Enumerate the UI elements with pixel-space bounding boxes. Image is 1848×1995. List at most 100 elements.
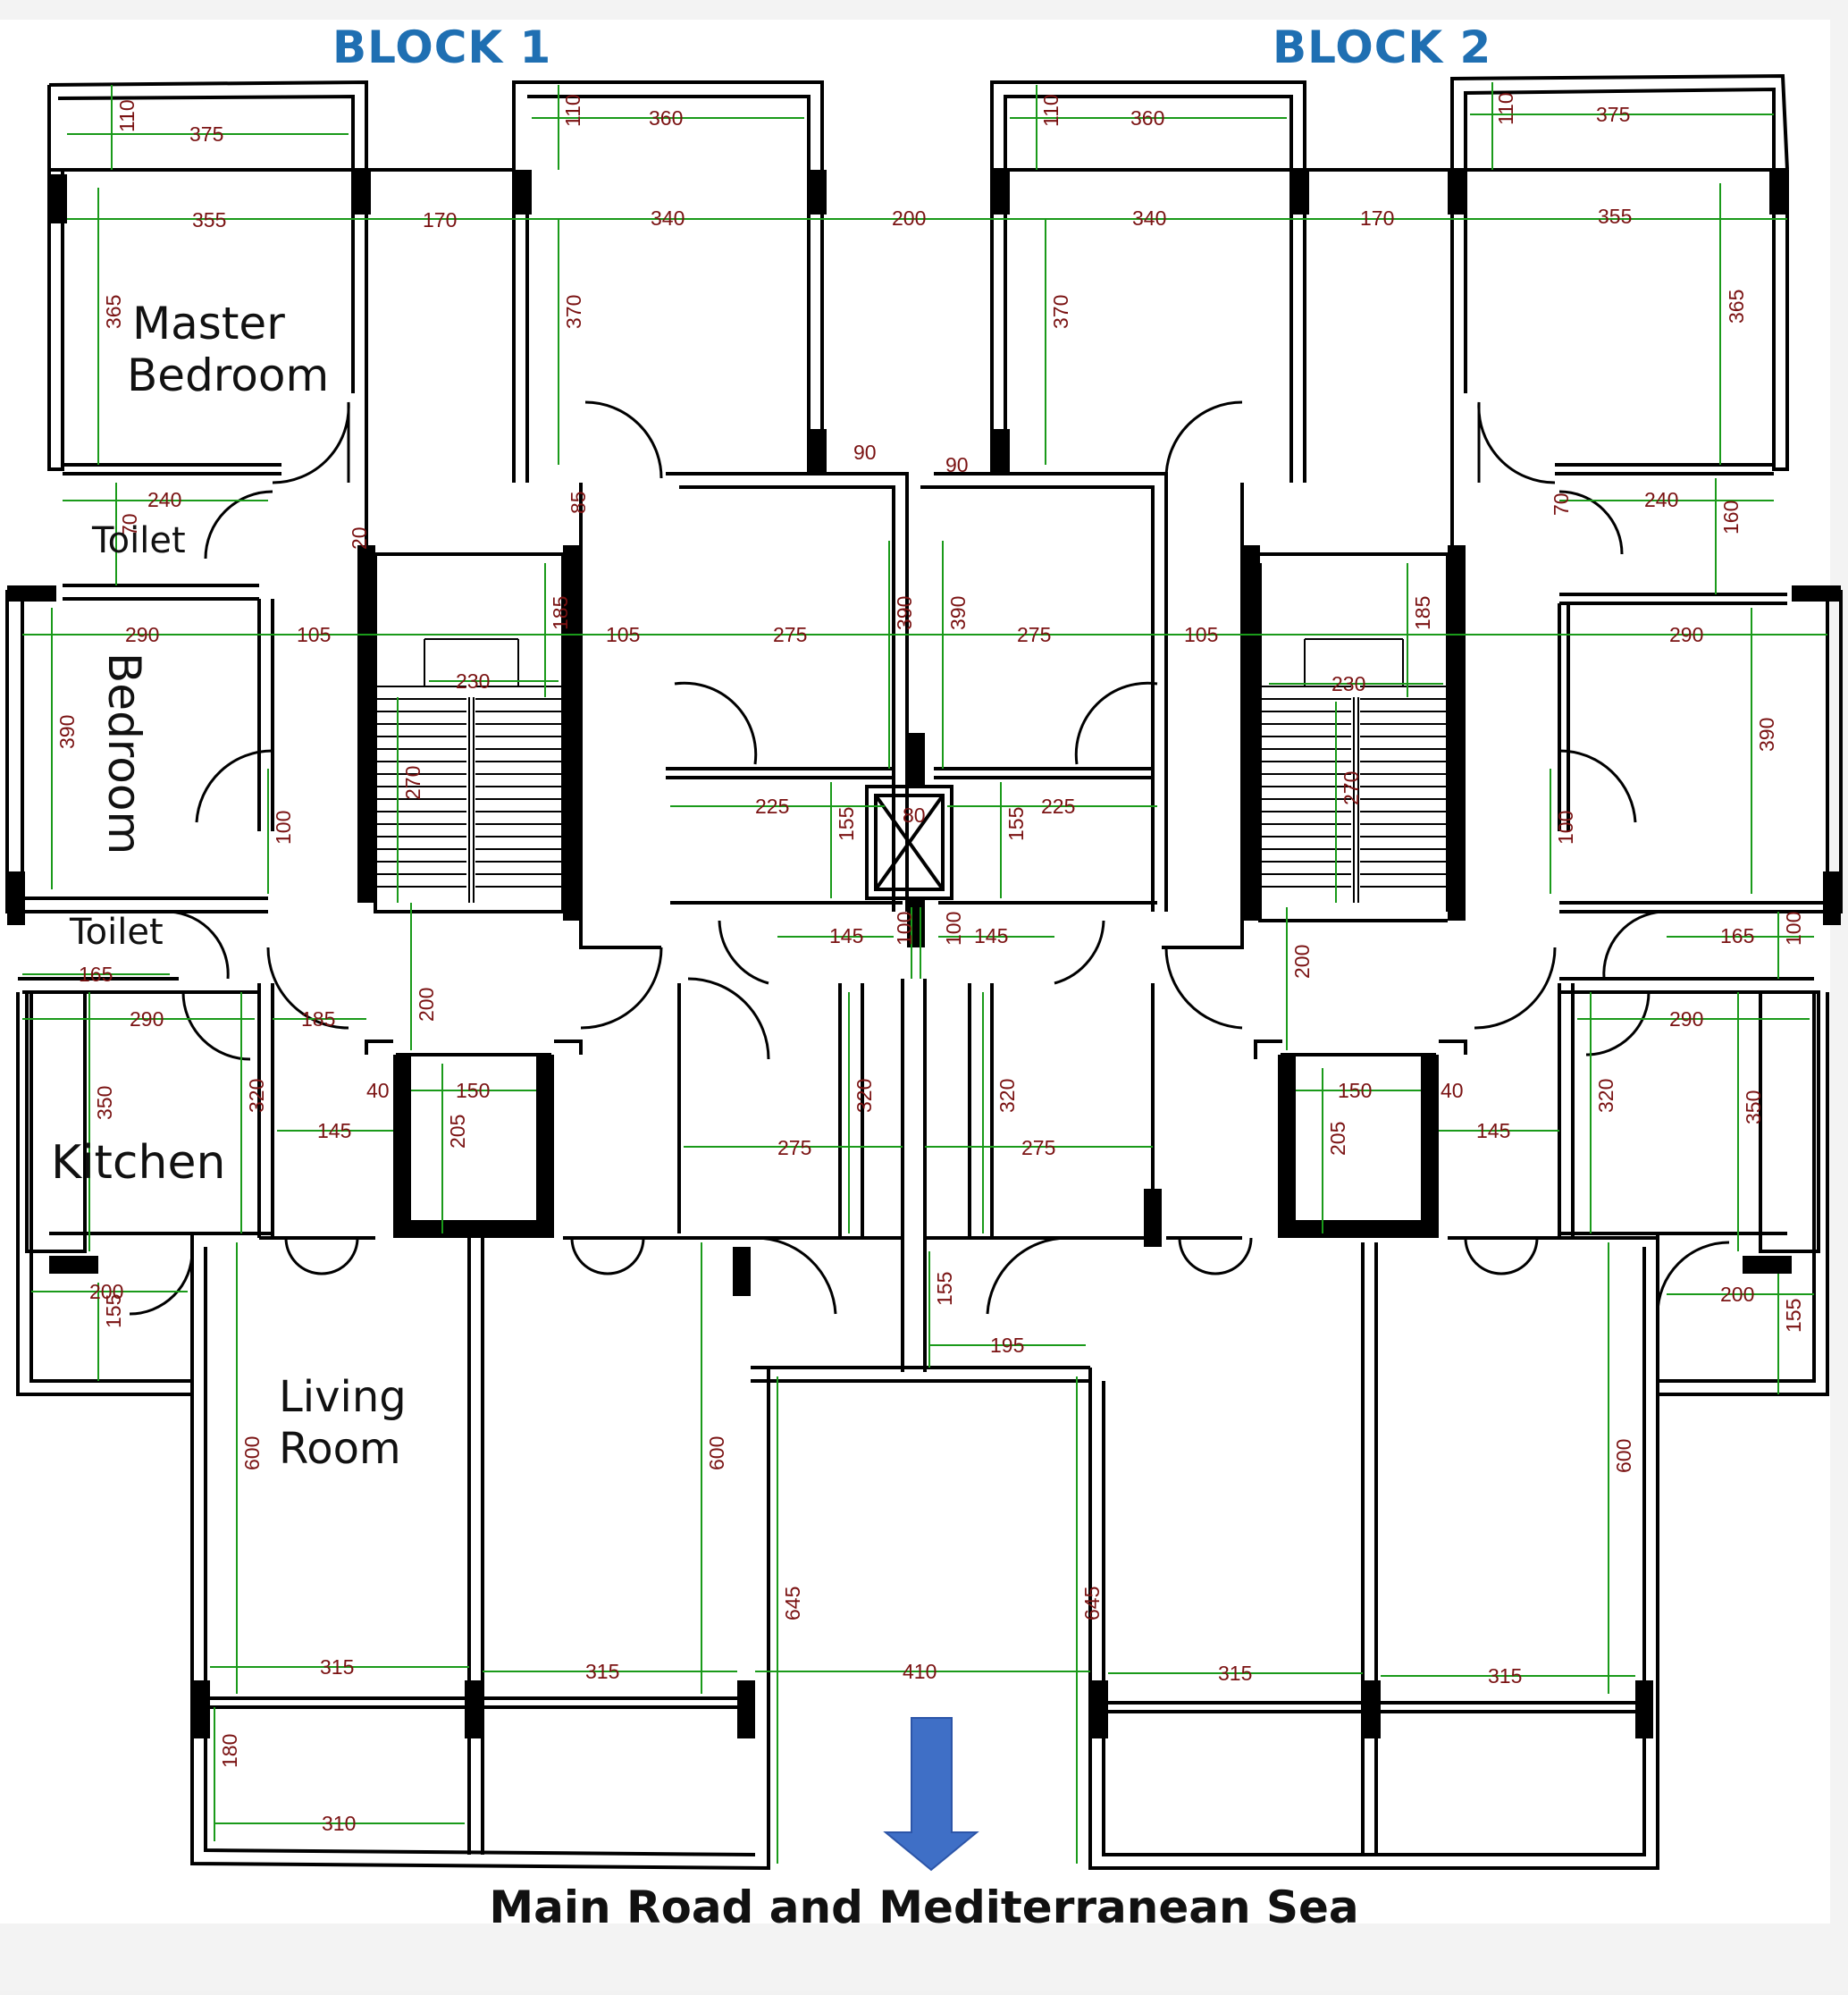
dimension-label: 600 — [1612, 1439, 1635, 1473]
dimension-label: 350 — [1742, 1090, 1765, 1124]
dimension-label: 160 — [1719, 501, 1743, 535]
dimension-label: 200 — [89, 1280, 123, 1303]
dimension-label: 90 — [945, 453, 969, 476]
dimension-label: 40 — [1441, 1079, 1464, 1102]
dimension-label: 150 — [456, 1079, 490, 1102]
dimension-label: 100 — [942, 912, 965, 946]
dimension-label: 225 — [1041, 795, 1075, 818]
kitchen-label: Kitchen — [51, 1136, 226, 1190]
down-arrow-icon — [883, 1717, 979, 1872]
columns — [7, 170, 1841, 1738]
toilet-upper-label: Toilet — [92, 520, 186, 561]
dimension-label: 170 — [423, 208, 457, 231]
toilet-lower-label: Toilet — [70, 912, 164, 953]
doors — [129, 400, 1730, 1316]
dimension-label: 205 — [1326, 1122, 1349, 1156]
dimension-label: 110 — [561, 94, 584, 127]
dimension-label: 390 — [893, 596, 916, 630]
dimension-label: 340 — [651, 206, 685, 230]
dimension-label: 240 — [147, 488, 181, 511]
living-room-label-line1: Living — [279, 1372, 407, 1422]
dimension-label: 110 — [115, 99, 139, 132]
dimension-label: 645 — [1080, 1587, 1104, 1620]
dimension-label: 225 — [755, 795, 789, 818]
dimension-label: 180 — [218, 1734, 241, 1768]
dimension-label: 110 — [1039, 94, 1063, 127]
dimension-label: 290 — [130, 1007, 164, 1031]
dimension-label: 105 — [297, 623, 331, 646]
dimension-label: 70 — [1550, 492, 1573, 516]
dimension-label: 390 — [946, 596, 970, 630]
dimension-label: 70 — [118, 513, 141, 536]
orientation-caption: Main Road and Mediterranean Sea — [489, 1881, 1359, 1933]
block-1-label: BLOCK 1 — [332, 21, 552, 73]
dimension-label: 100 — [1782, 912, 1805, 946]
dimension-label: 390 — [55, 715, 79, 749]
dimension-label: 360 — [649, 106, 683, 130]
dimension-label: 350 — [93, 1086, 116, 1120]
dimension-label: 145 — [829, 924, 863, 947]
dimension-label: 110 — [1494, 92, 1517, 125]
bedroom-label: Bedroom — [98, 652, 150, 855]
master-bedroom-label-line2: Bedroom — [127, 349, 330, 401]
dimension-label: 200 — [415, 988, 438, 1022]
dimension-label: 315 — [1488, 1664, 1522, 1688]
dimension-label: 320 — [995, 1079, 1019, 1113]
dimension-label: 155 — [933, 1272, 956, 1306]
dimension-label: 270 — [401, 766, 424, 800]
dimension-label: 20 — [348, 526, 371, 550]
dimension-label: 360 — [1130, 106, 1164, 130]
plan-background — [0, 20, 1830, 1923]
dimension-label: 200 — [1720, 1283, 1754, 1306]
dimension-label: 275 — [777, 1136, 811, 1159]
dimension-label: 275 — [773, 623, 807, 646]
dimension-label: 80 — [903, 804, 926, 827]
dimension-label: 170 — [1360, 206, 1394, 230]
dimension-label: 310 — [322, 1812, 356, 1835]
dimension-label: 145 — [317, 1119, 351, 1142]
dimension-label: 315 — [585, 1660, 619, 1683]
dimension-label: 270 — [1340, 771, 1363, 805]
dimension-label: 105 — [606, 623, 640, 646]
dimension-label: 600 — [705, 1436, 728, 1470]
dimension-label: 240 — [1644, 488, 1678, 511]
dimension-label: 230 — [1331, 672, 1365, 695]
dimension-label: 315 — [320, 1655, 354, 1679]
dimension-label: 145 — [1476, 1119, 1510, 1142]
stairs — [377, 638, 1448, 903]
dimension-label: 275 — [1017, 623, 1051, 646]
dimension-label: 340 — [1132, 206, 1166, 230]
dimension-label: 85 — [567, 491, 590, 514]
dimension-label: 155 — [1782, 1299, 1805, 1333]
dimension-label: 200 — [892, 206, 926, 230]
master-bedroom-label: Master — [132, 298, 285, 350]
dimension-label: 185 — [301, 1007, 335, 1031]
dimension-label: 155 — [102, 1294, 125, 1328]
dimension-label: 90 — [853, 441, 877, 464]
dimension-label: 155 — [835, 807, 858, 841]
dimension-label: 355 — [192, 208, 226, 231]
dimension-label: 165 — [1720, 924, 1754, 947]
dimension-label: 355 — [1598, 205, 1632, 228]
living-room-label-line2: Room — [279, 1424, 401, 1474]
dimension-label: 320 — [245, 1079, 268, 1113]
dimension-label: 185 — [1411, 596, 1434, 630]
dimension-label: 370 — [562, 295, 585, 329]
dimension-label: 645 — [781, 1587, 804, 1620]
dimension-label: 320 — [853, 1079, 876, 1113]
dimension-label: 40 — [366, 1079, 390, 1102]
dimension-label: 375 — [189, 122, 223, 146]
dimension-label: 100 — [272, 811, 295, 845]
dimension-label: 105 — [1184, 623, 1218, 646]
dimension-label: 230 — [456, 669, 490, 693]
master-bedroom-label-line1: Master — [132, 298, 285, 349]
dimension-label: 290 — [125, 623, 159, 646]
dimension-label: 600 — [240, 1436, 264, 1470]
dimension-label: 200 — [1290, 945, 1314, 979]
block-2-label: BLOCK 2 — [1273, 21, 1492, 73]
dimension-label: 290 — [1669, 623, 1703, 646]
dimension-label: 365 — [102, 295, 125, 329]
dimension-label: 150 — [1338, 1079, 1372, 1102]
